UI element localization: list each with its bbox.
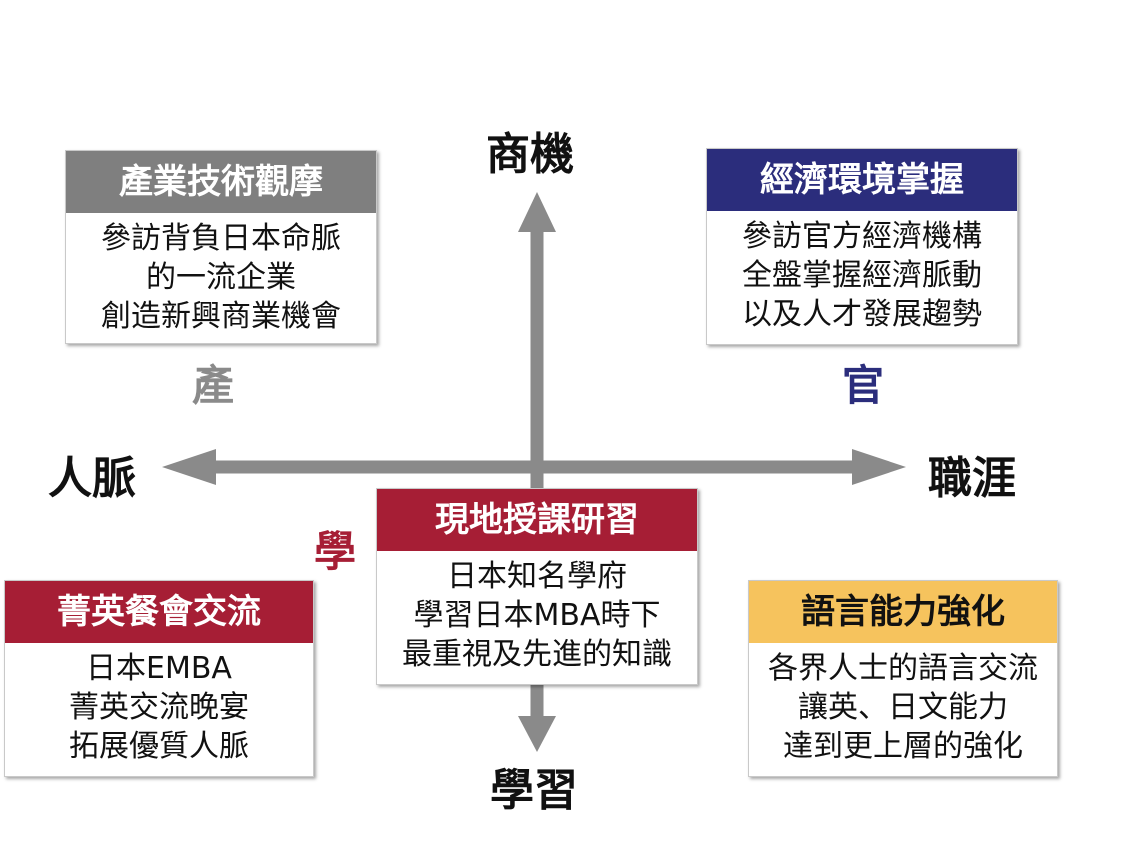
card-title: 產業技術觀摩: [66, 151, 376, 213]
card-line: 菁英交流晚宴: [69, 690, 249, 725]
card-networking: 菁英餐會交流 日本EMBA 菁英交流晚宴 拓展優質人脈: [4, 580, 314, 777]
arrow-down-icon: [518, 716, 556, 752]
tag-academia: 學: [314, 527, 357, 576]
card-line: 最重視及先進的知識: [402, 637, 672, 672]
card-industry-tour: 產業技術觀摩 參訪背負日本命脈 的一流企業 創造新興商業機會: [65, 150, 377, 344]
card-line: 以及人才發展趨勢: [742, 297, 982, 332]
card-line: 達到更上層的強化: [783, 729, 1023, 764]
card-language: 語言能力強化 各界人士的語言交流 讓英、日文能力 達到更上層的強化: [748, 580, 1058, 777]
card-line: 日本知名學府: [447, 559, 627, 594]
card-study: 現地授課研習 日本知名學府 學習日本MBA時下 最重視及先進的知識: [376, 488, 698, 685]
card-line: 的一流企業: [146, 260, 296, 295]
axis-label-bottom: 學習: [490, 765, 578, 816]
card-line: 拓展優質人脈: [69, 729, 249, 764]
card-line: 參訪官方經濟機構: [742, 219, 982, 254]
card-economy: 經濟環境掌握 參訪官方經濟機構 全盤掌握經濟脈動 以及人才發展趨勢: [706, 148, 1018, 345]
arrow-up-icon: [518, 192, 556, 232]
card-line: 全盤掌握經濟脈動: [742, 258, 982, 293]
card-title: 經濟環境掌握: [707, 149, 1017, 211]
card-line: 參訪背負日本命脈: [101, 221, 341, 256]
tag-government: 官: [842, 361, 885, 410]
axis-label-top: 商機: [486, 129, 574, 180]
card-line: 日本EMBA: [86, 651, 232, 686]
card-line: 學習日本MBA時下: [413, 598, 661, 633]
arrow-left-icon: [162, 449, 216, 485]
card-line: 創造新興商業機會: [101, 299, 341, 334]
axis-label-right: 職涯: [928, 453, 1016, 504]
card-title: 菁英餐會交流: [5, 581, 313, 643]
card-line: 讓英、日文能力: [798, 690, 1008, 725]
card-line: 各界人士的語言交流: [768, 651, 1038, 686]
arrow-right-icon: [852, 449, 906, 485]
card-title: 語言能力強化: [749, 581, 1057, 643]
tag-industry: 產: [192, 361, 235, 410]
axis-label-left: 人脈: [48, 453, 136, 504]
card-title: 現地授課研習: [377, 489, 697, 551]
